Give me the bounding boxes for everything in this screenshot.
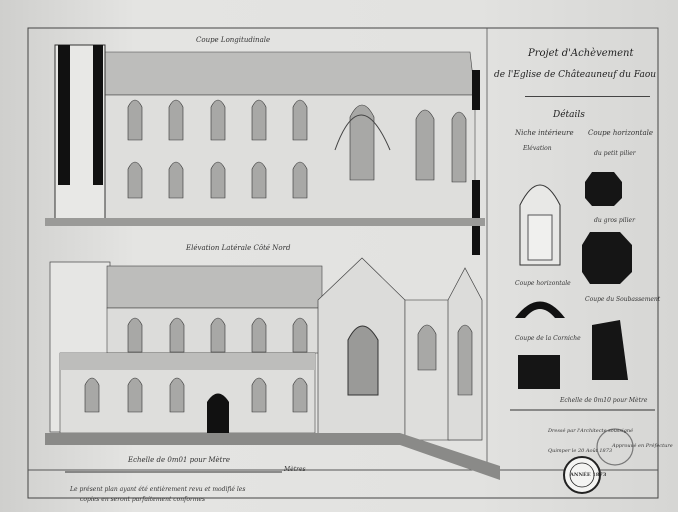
window xyxy=(251,377,267,413)
title-line-2: de l'Eglise de Châteauneuf du Faou xyxy=(494,70,657,80)
approval-line-2: Quimper le 20 Août 1873 xyxy=(548,448,613,454)
window xyxy=(168,99,184,141)
window xyxy=(415,109,435,181)
details-heading: Détails xyxy=(553,110,585,120)
prefecture-stamp xyxy=(596,428,634,466)
detail-scale-label: Echelle de 0m10 pour Mètre xyxy=(560,397,648,404)
longitudinal-section-label: Coupe Longitudinale xyxy=(196,36,271,44)
title-divider xyxy=(525,96,650,97)
title-line-1: Projet d'Achèvement xyxy=(528,48,634,59)
cornice-section-label: Coupe de la Corniche xyxy=(515,335,581,342)
window xyxy=(210,161,226,199)
niche-section-label: Coupe horizontale xyxy=(515,280,571,287)
window xyxy=(169,377,185,413)
approval-line-1: Dressé par l'Architecte soussigné xyxy=(548,428,634,434)
note-line-2: copies en seront parfaitement conformes xyxy=(80,496,206,503)
year-stamp xyxy=(563,456,601,494)
stamp-text: ANNÉE 1873 xyxy=(570,472,607,478)
window xyxy=(251,161,267,199)
window xyxy=(349,104,375,181)
window xyxy=(292,317,308,353)
window xyxy=(210,99,226,141)
window xyxy=(457,324,473,396)
large-pillar-label: du gros pilier xyxy=(594,217,635,224)
window xyxy=(292,161,308,199)
window xyxy=(451,111,467,183)
details-drawings xyxy=(515,172,632,389)
window xyxy=(251,317,267,353)
window xyxy=(168,161,184,199)
window xyxy=(292,377,308,413)
main-scale-unit: Mètres xyxy=(284,466,306,473)
niche-elevation-label: Elévation xyxy=(523,145,552,152)
niche-label: Niche intérieure xyxy=(515,129,574,137)
window xyxy=(210,317,226,353)
side-elevation xyxy=(45,257,500,480)
horizontal-section-label: Coupe horizontale xyxy=(588,129,654,137)
window xyxy=(169,317,185,353)
small-pillar-label: du petit pilier xyxy=(594,150,636,157)
window xyxy=(251,99,267,141)
base-section-label: Coupe du Soubassement xyxy=(585,296,661,303)
window xyxy=(417,324,437,371)
window xyxy=(127,317,143,353)
main-scale-label: Echelle de 0m01 pour Mètre xyxy=(128,456,230,464)
window xyxy=(127,377,143,413)
longitudinal-section xyxy=(45,44,485,255)
note-line-1: Le présent plan ayant été entièrement re… xyxy=(70,486,246,493)
approval-line-3: Approuvé en Préfecture xyxy=(612,443,673,449)
window xyxy=(84,377,100,413)
window xyxy=(292,99,308,141)
side-elevation-label: Elévation Latérale Côté Nord xyxy=(186,244,291,252)
window xyxy=(127,99,143,141)
window xyxy=(127,161,143,199)
